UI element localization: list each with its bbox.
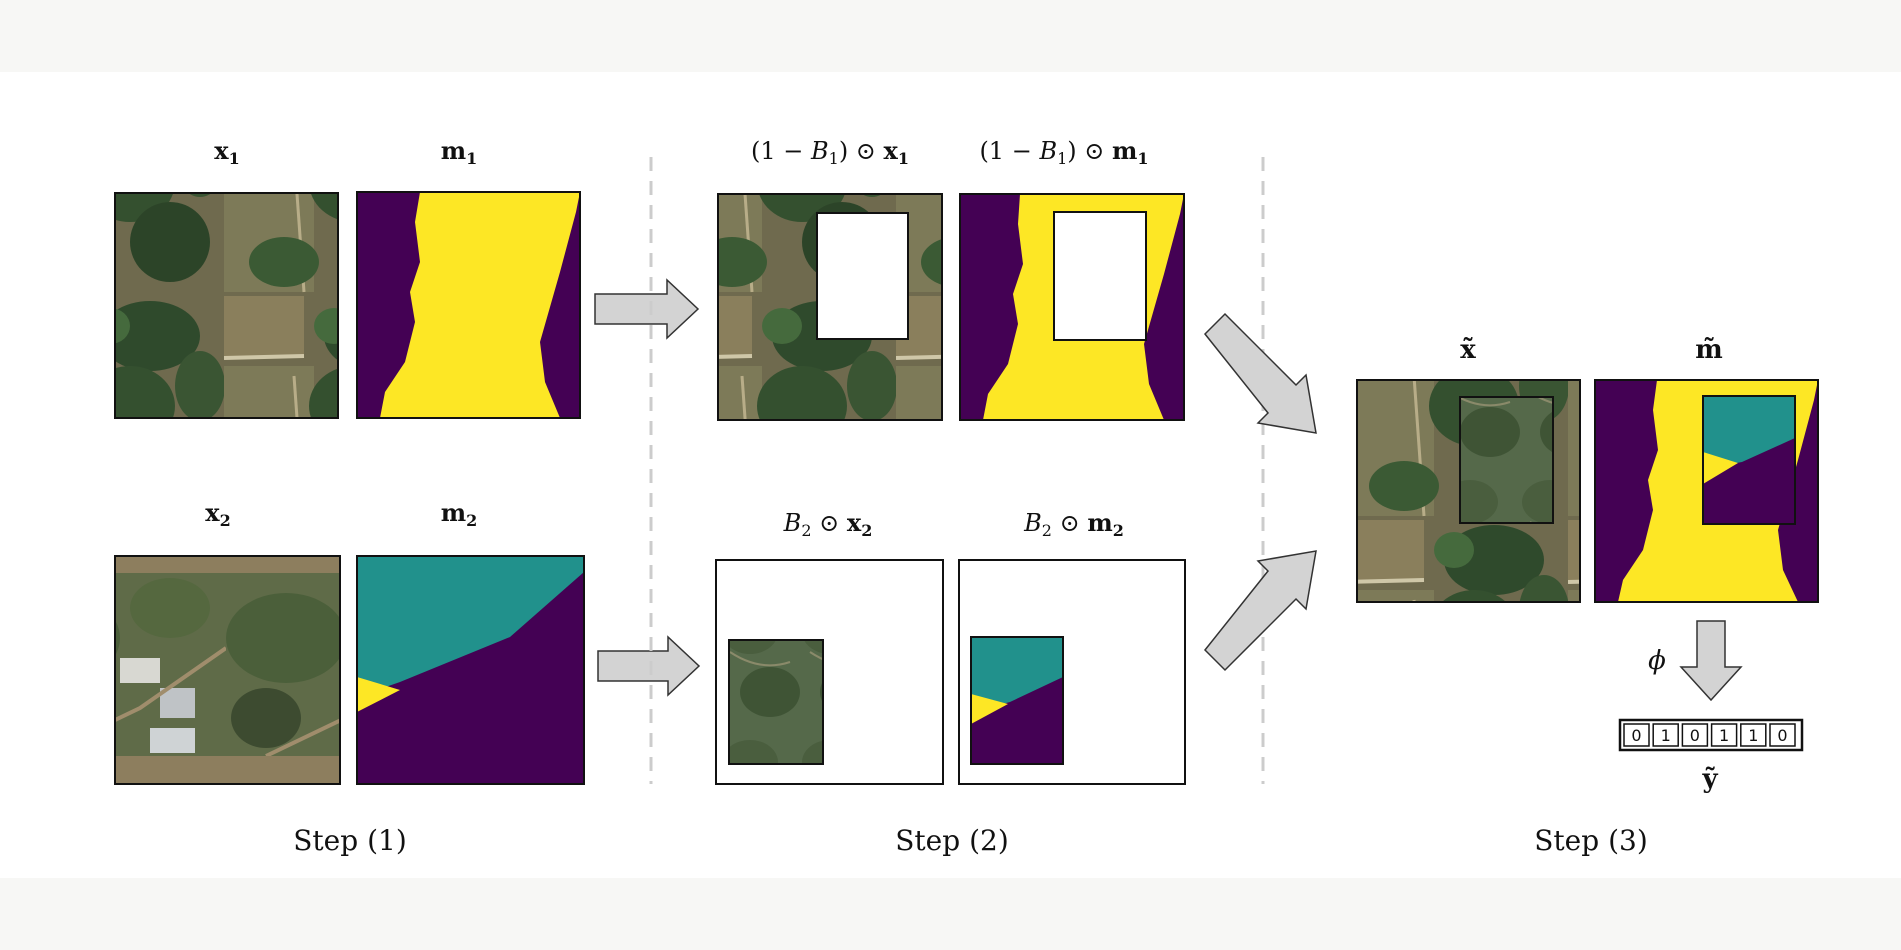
label-vector-value: 1 [1661, 726, 1671, 745]
label-vector-cell [1769, 723, 1796, 747]
step-1-label: Step (1) [293, 824, 407, 857]
label-vector-value: 0 [1690, 726, 1700, 745]
label-phi: ϕ [1648, 646, 1666, 676]
image-b2-x2 [715, 559, 944, 785]
arrow-step2-to-step3-top [1203, 312, 1317, 434]
mask-masked-m1 [959, 193, 1185, 421]
step-2-label: Step (2) [895, 824, 1009, 857]
step-3-label: Step (3) [1534, 824, 1648, 857]
label-m2: m2 [441, 498, 478, 530]
image-x1 [114, 192, 339, 419]
label-x-tilde: x̃ [1460, 335, 1476, 365]
label-b2-m2: B2 ⊙ m2 [1023, 508, 1124, 540]
label-vector-value: 1 [1719, 726, 1729, 745]
image-x2 [114, 555, 341, 785]
label-vector-cell [1710, 723, 1738, 747]
arrow-step1-to-step2-top [594, 278, 700, 340]
mask-m1 [356, 191, 581, 419]
image-masked-x1 [717, 193, 943, 421]
label-vector-cell [1652, 723, 1679, 747]
mask-b2-m2 [958, 559, 1186, 785]
label-vector-cell [1740, 723, 1767, 747]
label-vector-cell [1681, 723, 1709, 747]
label-vector-value: 0 [1631, 726, 1641, 745]
label-masked-m1: (1 − B1) ⊙ m1 [979, 136, 1148, 168]
label-vector-cell [1623, 723, 1650, 747]
arrow-phi [1679, 620, 1743, 702]
mask-mixed-m [1594, 379, 1819, 603]
image-mixed-x [1356, 379, 1581, 603]
label-m-tilde: m̃ [1695, 335, 1723, 365]
label-y-tilde: ỹ [1701, 764, 1718, 794]
label-vector-value: 0 [1777, 726, 1787, 745]
label-b2-x2: B2 ⊙ x2 [783, 508, 873, 540]
arrow-step2-to-step3-bottom [1203, 550, 1317, 672]
cutmix-diagram: x1 m1 x2 m2 (1 − B1) ⊙ x1 (1 − B1) ⊙ m1 … [114, 136, 1819, 857]
label-m1: m1 [441, 136, 478, 168]
diagram-canvas: x1 m1 x2 m2 (1 − B1) ⊙ x1 (1 − B1) ⊙ m1 … [0, 72, 1901, 878]
label-masked-x1: (1 − B1) ⊙ x1 [751, 136, 909, 168]
label-x1: x1 [214, 136, 239, 168]
label-x2: x2 [205, 498, 230, 530]
arrow-step1-to-step2-bottom [597, 635, 701, 697]
label-vector-value: 1 [1748, 726, 1758, 745]
mask-m2 [356, 555, 585, 785]
